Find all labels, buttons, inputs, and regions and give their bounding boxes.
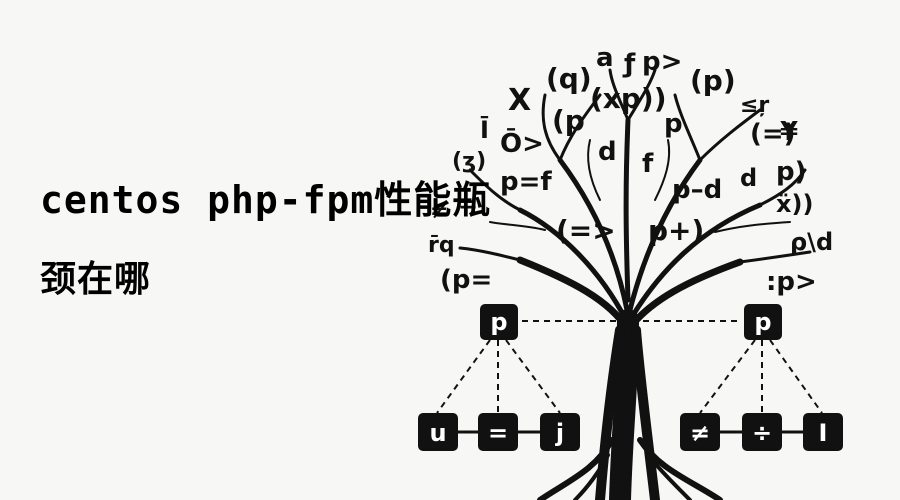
node-right-child-2: ÷ [742,413,782,451]
node-right-child-3-label: I [819,419,828,447]
tree-symbol: ¥ [780,117,798,147]
tree-symbol: a [596,43,614,73]
tree-symbol: X [508,83,531,118]
title-line-1: centos php-fpm性能瓶 [40,178,492,222]
node-left-child-1-label: u [429,419,446,447]
tree-symbol: (ʒ) [452,149,486,174]
node-left-child-3-label: j [555,419,564,447]
node-right-child-2-label: ÷ [752,419,772,447]
tree-symbol: ẍ)) [776,190,813,218]
tree-symbol: Ō> [500,127,544,159]
tree-symbol: r̄q [428,233,455,258]
tree-symbol: p–d [672,175,722,205]
tree-symbol: ≠ [430,199,448,224]
node-left-child-3: j [540,413,580,451]
tree-symbol: (=) [750,119,796,149]
tree-symbol: Ī [480,115,489,144]
node-right-child-1: ≠ [680,413,720,451]
tree-trunk [537,309,723,500]
tree-symbol: p> [642,47,682,77]
node-left-child-2: = [478,413,518,451]
tree-symbol: p+) [648,214,704,247]
node-left-root-label: p [490,308,507,336]
tree-symbol: d [598,137,617,167]
tree-symbol: (=> [556,214,616,247]
tree-symbol: (p) [690,64,736,97]
page-title: centos php-fpm性能瓶 颈在哪 [40,160,520,320]
tree-symbol: (q) [546,62,592,95]
tree-symbol: (xp)) [590,82,667,115]
tree-symbol: ≤ŗ [740,93,769,118]
tree-symbol: p=f [500,167,552,197]
node-left-child-1: u [418,413,458,451]
tree-symbol: f [642,149,654,179]
node-left-child-2-label: = [488,419,508,447]
node-left-root: p [480,304,518,340]
tree-symbol: (p [552,104,585,137]
node-right-root-label: p [754,308,771,336]
tree-symbol: p) [776,157,807,187]
title-line-2: 颈在哪 [40,259,152,300]
tree-symbol: = [458,190,478,218]
tree-symbol: p [664,109,683,139]
tree-symbol: ƒ [622,49,636,79]
node-right-child-1-label: ≠ [690,419,710,447]
tree-symbol: :p> [766,267,817,297]
tree-symbol: ρ\d [790,228,833,256]
tree-symbol: d [740,164,757,192]
tree-symbol: (p= [440,265,492,295]
node-right-child-3: I [803,413,843,451]
tree-branches [458,68,812,334]
node-connectors [436,320,823,414]
node-right-root: p [744,304,782,340]
